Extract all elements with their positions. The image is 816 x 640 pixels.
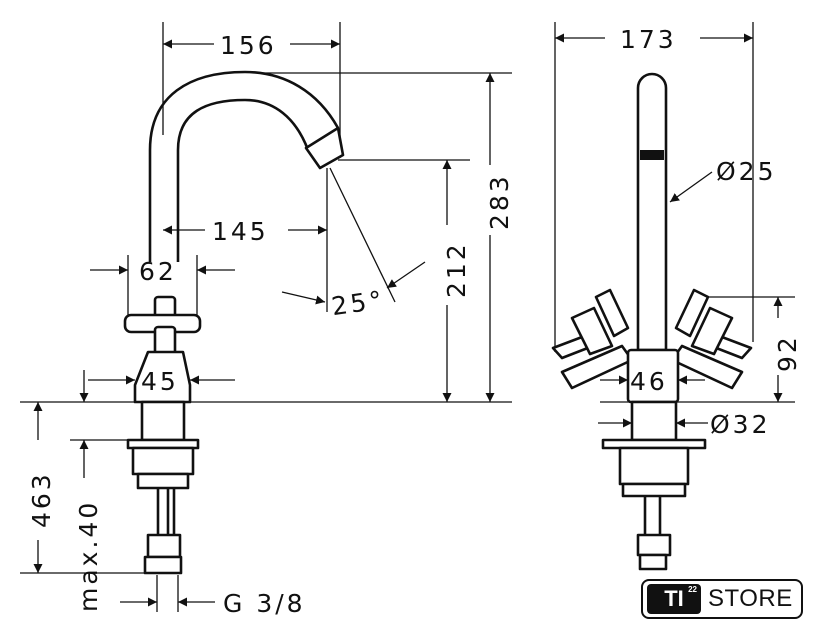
dim-body-side-width: 46 (630, 367, 668, 396)
store-logo-superscript: 22 (688, 585, 697, 594)
spout-aerator (640, 150, 664, 160)
spout-nozzle (304, 126, 345, 170)
dim-line (386, 261, 426, 289)
dim-total-height: 283 (485, 173, 514, 230)
valve-body (133, 350, 192, 404)
dim-spout-reach: 156 (220, 31, 277, 60)
side-shank (630, 400, 678, 442)
dim-spout-height: 212 (442, 241, 471, 298)
dim-side-width: 173 (620, 25, 677, 54)
spout-outer (148, 70, 340, 262)
store-label: STORE (708, 585, 793, 612)
cross-handle (123, 295, 202, 357)
hose-fitting (146, 533, 182, 559)
side-fitting (636, 533, 672, 557)
dim-line (281, 291, 326, 305)
right-handle (670, 288, 753, 390)
spout-inner (176, 98, 310, 262)
angle-line (329, 167, 396, 303)
dim-max-thickness: max.40 (74, 500, 103, 612)
side-view (551, 22, 795, 571)
dim-hose-length: 463 (27, 471, 56, 528)
spout-side (636, 72, 668, 352)
side-fitting-end (638, 553, 668, 571)
dim-spout-diameter: Ø25 (716, 157, 777, 186)
dim-base-diameter: Ø32 (710, 410, 771, 439)
dim-thread: G 3/8 (223, 589, 306, 618)
dim-body-width: 62 (139, 257, 177, 286)
hose-nut (143, 555, 183, 575)
dim-handle-height: 92 (773, 334, 802, 372)
store-badge: TI 22 STORE (641, 579, 803, 619)
side-nut (618, 446, 690, 486)
shank (140, 400, 186, 442)
dim-spout-to-base: 145 (212, 217, 269, 246)
dim-body-base-width: 45 (141, 367, 179, 396)
left-handle (551, 288, 634, 390)
dim-leader (669, 171, 713, 203)
lock-nut (131, 446, 195, 476)
front-view (20, 22, 512, 612)
store-logo-mark: TI 22 (647, 584, 701, 614)
side-washer (621, 482, 687, 498)
dim-spout-angle: 25° (330, 285, 387, 321)
store-logo-text: TI (664, 586, 684, 611)
washer (136, 472, 190, 490)
